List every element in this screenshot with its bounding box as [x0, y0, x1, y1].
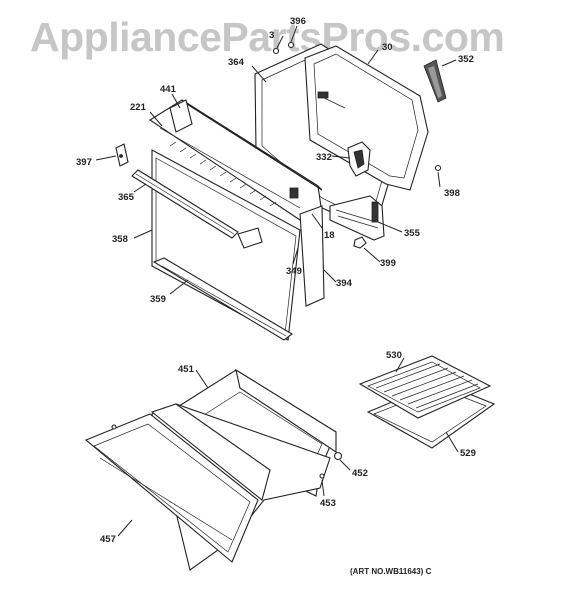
label-352: 352 [458, 54, 474, 65]
label-355: 355 [404, 228, 421, 239]
label-530: 530 [386, 350, 402, 361]
label-452: 452 [352, 468, 368, 479]
inner-door-panel [304, 45, 429, 191]
label-332: 332 [316, 152, 332, 163]
foot-399 [353, 236, 367, 249]
door-handle-365 [131, 169, 239, 239]
label-221: 221 [130, 102, 147, 113]
screw-453 [319, 473, 325, 479]
label-30x: 30 [382, 42, 393, 53]
label-358: 358 [112, 234, 128, 245]
watermark: AppliancePartsPros.com [30, 14, 505, 60]
art-number: (ART NO.WB11643) C [350, 567, 432, 576]
door-hinge-332 [347, 141, 371, 177]
label-457: 457 [100, 534, 116, 545]
door-trim-359 [152, 257, 293, 341]
screw-396 [287, 41, 295, 49]
label-364: 364 [228, 57, 245, 68]
label-397: 397 [76, 157, 92, 168]
label-3: 3 [269, 30, 274, 41]
label-349: 349 [286, 266, 302, 277]
label-396: 396 [290, 16, 306, 27]
label-359: 359 [150, 294, 166, 305]
hinge-arm-355 [329, 195, 385, 241]
label-399: 399 [380, 258, 396, 269]
leader-lines [95, 25, 459, 537]
part-labels: 396 3 364 30 352 441 221 397 332 398 365… [76, 16, 476, 576]
door-gasket-352 [423, 59, 447, 103]
roller-452 [333, 451, 343, 461]
door-frame [148, 99, 325, 307]
label-365: 365 [118, 192, 135, 203]
label-529: 529 [460, 448, 476, 459]
label-453: 453 [320, 498, 336, 509]
handle-cap-349 [237, 227, 263, 249]
screw-3 [272, 47, 280, 55]
screw-398 [434, 164, 442, 172]
drawer-side-panel [150, 403, 271, 501]
handle-bracket-397 [115, 143, 129, 167]
screw-left [111, 424, 117, 430]
broiler-grid-530 [358, 355, 492, 419]
vent-slots [169, 141, 277, 207]
label-18: 18 [324, 230, 335, 241]
label-394: 394 [336, 278, 353, 289]
label-451: 451 [178, 364, 195, 375]
label-398: 398 [444, 188, 460, 199]
label-441: 441 [160, 84, 177, 95]
